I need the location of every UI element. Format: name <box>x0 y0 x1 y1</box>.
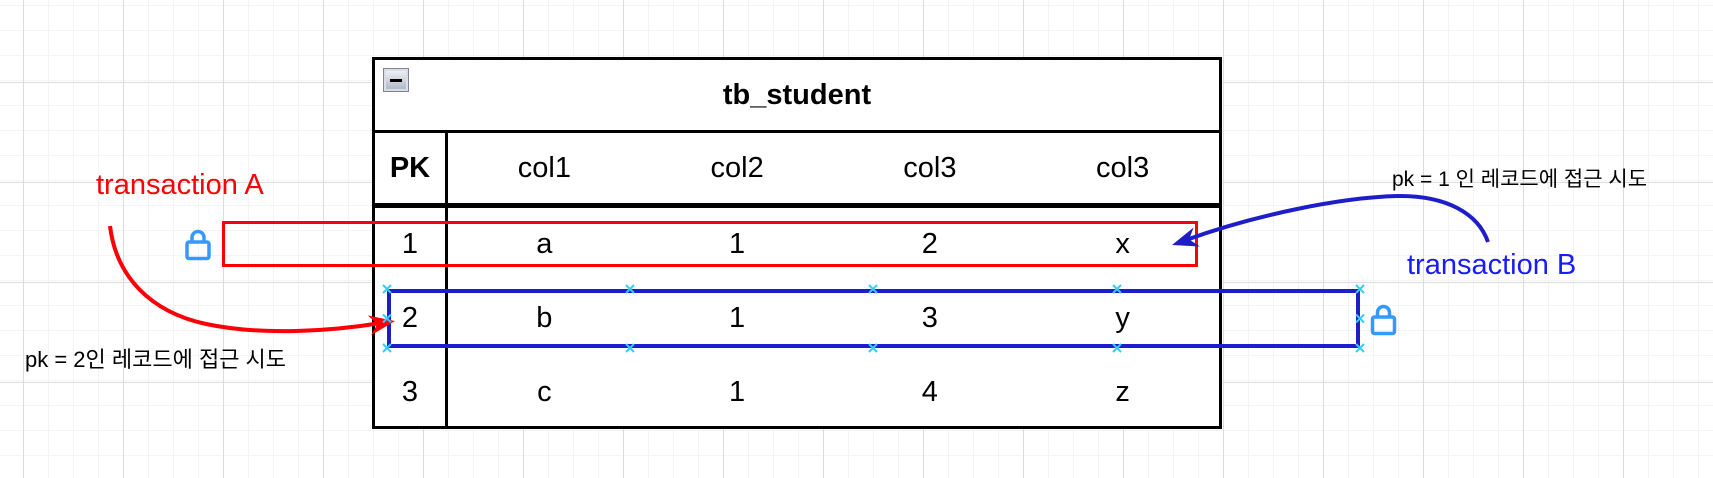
table-row-3[interactable]: 3 c 1 4 z <box>375 355 1219 429</box>
cell-r1-c1: a <box>536 228 553 261</box>
cell-r2-pk: 2 <box>375 281 448 356</box>
table-row-2[interactable]: 2 b 1 3 y <box>375 281 1219 356</box>
cell-r3-pk: 3 <box>375 355 448 429</box>
cell-r2-c3: 3 <box>921 301 938 334</box>
cell-r1-pk: 1 <box>375 208 448 282</box>
transaction-a-row1-highlight[interactable] <box>222 221 1198 267</box>
table-title-row[interactable]: tb_student <box>375 60 1219 133</box>
transaction-b-row2-highlight-selected[interactable] <box>387 289 1360 348</box>
header-cell-col2: col2 <box>710 151 764 184</box>
table-tb-student[interactable]: tb_student PK col1 col2 col3 col3 1 a 1 … <box>372 57 1222 429</box>
header-cell-col3b: col3 <box>1096 151 1150 184</box>
transaction-a-label[interactable]: transaction A <box>96 169 264 201</box>
cell-r1-c2: 1 <box>729 228 746 261</box>
header-cell-col3: col3 <box>903 151 957 184</box>
table-title: tb_student <box>722 78 872 111</box>
note-pk2-label[interactable]: pk = 2인 레코드에 접근 시도 <box>25 347 287 372</box>
cell-r3-c1: c <box>537 375 552 408</box>
lock-icon[interactable] <box>1370 304 1397 336</box>
lock-icon[interactable] <box>185 229 211 261</box>
cell-r2-c4: y <box>1115 301 1130 334</box>
note-pk1-label[interactable]: pk = 1 인 레코드에 접근 시도 <box>1392 168 1648 191</box>
cell-r2-c1: b <box>536 301 553 334</box>
cell-r3-c3: 4 <box>921 375 938 408</box>
cell-r1-c3: 2 <box>921 228 938 261</box>
table-header-row[interactable]: PK col1 col2 col3 col3 <box>375 133 1219 208</box>
cell-r3-c2: 1 <box>729 375 746 408</box>
header-cell-pk: PK <box>375 133 448 203</box>
transaction-b-label[interactable]: transaction B <box>1407 249 1577 281</box>
cell-r1-c4: x <box>1115 228 1130 261</box>
collapse-minus-icon[interactable] <box>383 68 409 92</box>
header-cell-col1: col1 <box>517 151 571 184</box>
cell-r2-c2: 1 <box>729 301 746 334</box>
table-body: 1 a 1 2 x 2 b 1 3 y 3 c 1 4 z <box>375 208 1219 429</box>
table-row-1[interactable]: 1 a 1 2 x <box>375 208 1219 282</box>
cell-r3-c4: z <box>1115 375 1130 408</box>
